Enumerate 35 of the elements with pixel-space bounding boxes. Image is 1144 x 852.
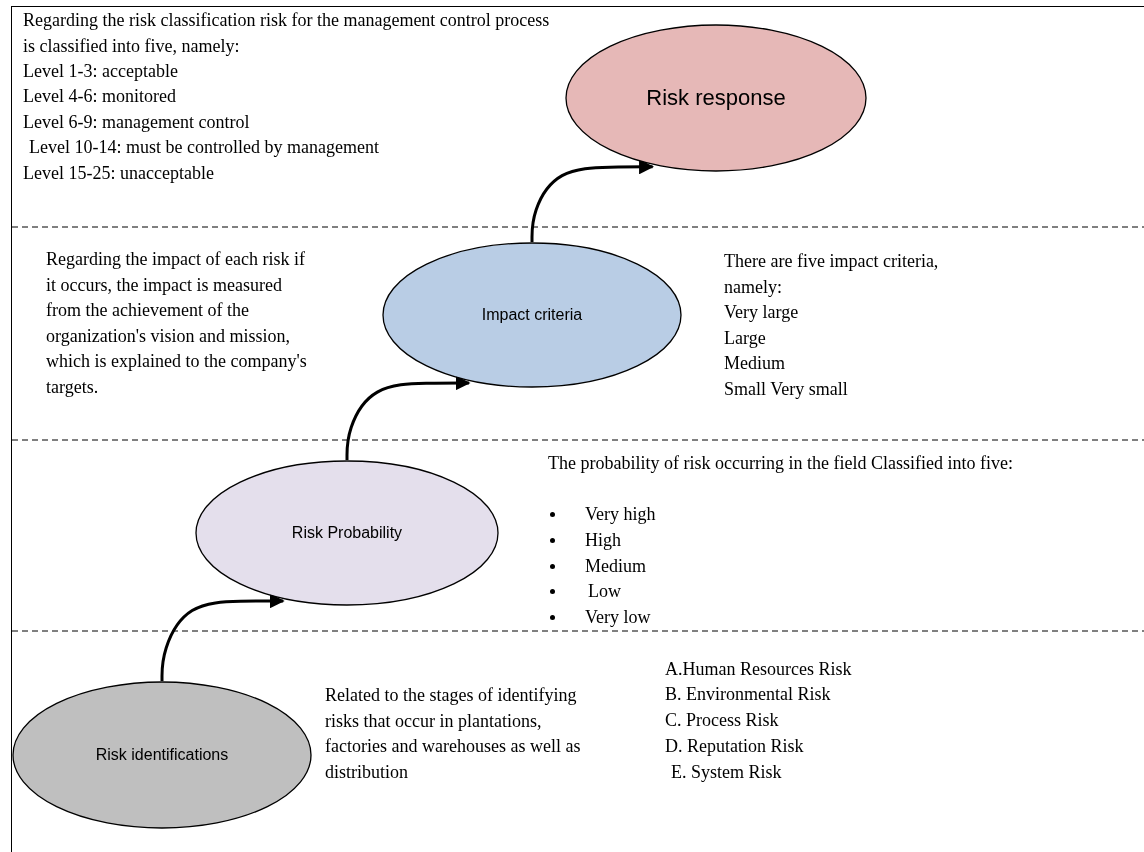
description-text: Regarding the impact of each risk if it occurs, the impact is measured from the achievement of the organization's vision and mission, which is explained to the company's targets.	[46, 248, 308, 399]
list-item: Small Very small	[724, 378, 849, 401]
list-item: A.Human Resources Risk	[665, 658, 853, 681]
list-item: B. Environmental Risk	[665, 683, 832, 706]
list-item: Very low	[585, 606, 652, 629]
ellipse-node	[565, 24, 867, 172]
list-item: C. Process Risk	[665, 709, 780, 732]
list-item: Large	[724, 327, 767, 350]
list-item: Level 15-25: unacceptable	[23, 162, 215, 185]
node-label: Impact criteria	[481, 306, 583, 324]
description-text: There are five impact criteria, namely:	[724, 250, 940, 299]
list-item: E. System Risk	[671, 761, 783, 784]
curved-arrow	[345, 375, 471, 460]
list-item: Medium	[724, 352, 786, 375]
description-text: Regarding the risk classification risk for the management control process is classified into five, namely:	[23, 9, 551, 58]
curved-arrow	[160, 593, 285, 681]
list-item: Level 6-9: management control	[23, 111, 251, 134]
node-label: Risk response	[646, 85, 786, 111]
curved-arrow	[530, 159, 655, 242]
list-item: Medium	[585, 555, 647, 578]
description-text: Related to the stages of identifying risks that occur in plantations, factories and warehouses as well as distribution	[325, 684, 582, 784]
list-item: Level 4-6: monitored	[23, 85, 177, 108]
list-item: Level 10-14: must be controlled by management	[29, 136, 380, 159]
list-item: Low	[588, 580, 622, 603]
list-item: Level 1-3: acceptable	[23, 60, 179, 83]
node-label: Risk identifications	[95, 746, 229, 764]
list-item: D. Reputation Risk	[665, 735, 805, 758]
list-item: High	[585, 529, 622, 552]
ellipse-node	[382, 242, 682, 388]
ellipse-node	[12, 681, 312, 829]
list-item: Very large	[724, 301, 800, 324]
ellipse-node	[195, 460, 499, 606]
node-label: Risk Probability	[291, 524, 403, 542]
list-item: Very high	[585, 503, 657, 526]
description-text: The probability of risk occurring in the field Classified into five:	[548, 452, 1014, 475]
